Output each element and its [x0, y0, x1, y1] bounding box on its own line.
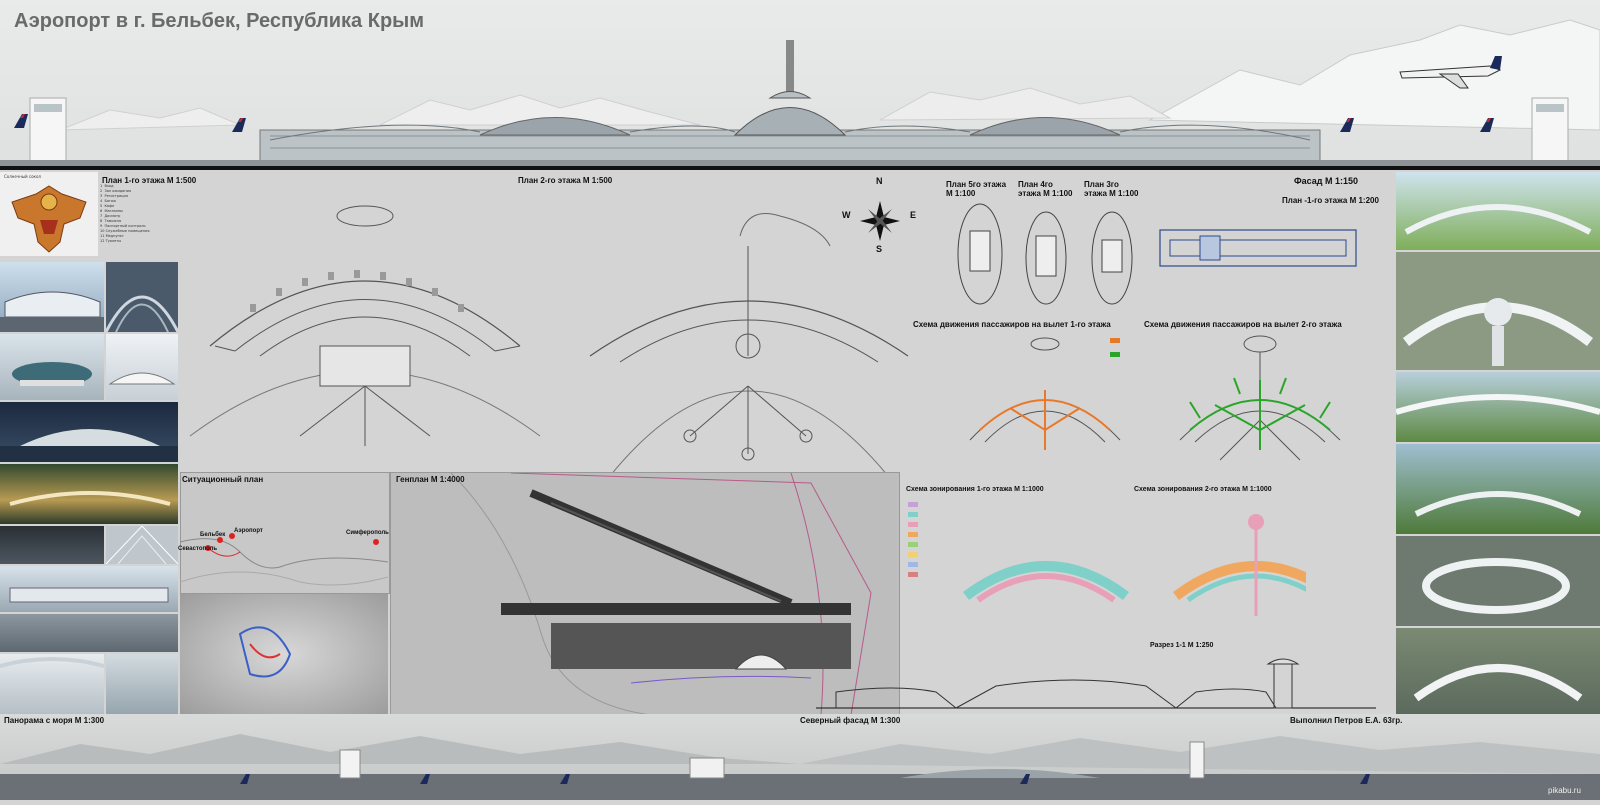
section-title: Разрез 1-1 М 1:250	[1150, 642, 1214, 649]
render-photo-5	[0, 402, 178, 462]
panorama-title: Панорама с моря М 1:300	[4, 716, 105, 725]
compass-rose-icon	[860, 201, 900, 241]
departure-scheme-2-title: Схема движения пассажиров на вылет 2-го …	[1144, 320, 1342, 329]
render-photo-2	[106, 262, 178, 332]
render-photo-11	[0, 654, 104, 714]
render-photo-3	[0, 334, 104, 400]
floor5-plan-title: План 5го этажа М 1:100	[946, 180, 1007, 198]
render-photo-12	[106, 654, 178, 714]
situation-map	[180, 533, 388, 586]
render-photo-7	[0, 526, 104, 564]
render-photo-10	[0, 614, 178, 652]
departure-schemes-drawing	[969, 335, 1341, 461]
zoning-scheme-1-title: Схема зонирования 1-го этажа М 1:1000	[906, 486, 1044, 493]
genplan	[390, 472, 900, 716]
top-banner	[0, 0, 1600, 170]
floor-plans-drawing	[189, 201, 1357, 477]
floor4-plan-title: План 4го этажа М 1:100	[1018, 180, 1073, 198]
facade-title: Фасад М 1:150	[1294, 176, 1359, 186]
compass-w: W	[842, 210, 851, 220]
aerial-render-3	[1396, 372, 1600, 442]
aerial-render-5	[1396, 536, 1600, 626]
aerial-render-2	[1396, 252, 1600, 370]
emblem-caption: Солнечный сокол	[4, 174, 41, 179]
genplan-title: Генплан М 1:4000	[396, 475, 465, 484]
render-photo-6	[0, 464, 178, 524]
zoning-scheme-2-title: Схема зонирования 2-го этажа М 1:1000	[1134, 486, 1272, 493]
page-title: Аэропорт в г. Бельбек, Республика Крым	[14, 10, 425, 32]
label-belbek: Бельбек	[200, 532, 226, 538]
compass-e: E	[910, 210, 917, 220]
basement-plan-title: План -1-го этажа М 1:200	[1282, 196, 1379, 205]
compass-s: S	[876, 244, 883, 254]
label-sevastopol: Севастополь	[178, 546, 218, 552]
emblem-eagle-icon	[11, 185, 87, 253]
watermark: pikabu.ru	[1548, 786, 1581, 795]
emblem: Солнечный сокол	[0, 172, 98, 256]
north-facade-title: Северный фасад М 1:300	[800, 716, 901, 725]
render-photo-1	[0, 262, 104, 332]
aerial-render-1	[1396, 172, 1600, 250]
render-photo-8	[106, 526, 178, 564]
floor1-legend: 1 Вход 2 Зал ожидания 3 Регистрация 4 Ба…	[100, 184, 150, 243]
author-credit: Выполнил Петров Е.А. 63гр.	[1290, 716, 1403, 725]
compass-n: N	[876, 176, 883, 186]
floor1-plan-title: План 1-го этажа М 1:500	[102, 176, 197, 185]
aerial-render-4	[1396, 444, 1600, 534]
regional-map	[180, 594, 388, 714]
section-drawing	[816, 658, 1376, 709]
situation-plan-title: Ситуационный план	[182, 475, 264, 484]
aerial-render-6	[1396, 628, 1600, 714]
terminal-panorama-render	[0, 19, 1600, 170]
departure-scheme-1-title: Схема движения пассажиров на вылет 1-го …	[913, 320, 1111, 329]
airplane-icon	[1399, 56, 1502, 89]
zoning-schemes-drawing	[908, 502, 1306, 616]
render-photo-9	[0, 566, 178, 612]
floor2-plan-title: План 2-го этажа М 1:500	[518, 176, 613, 185]
floor3-plan-title: План 3го этажа М 1:100	[1084, 180, 1139, 198]
render-photo-4	[106, 334, 178, 400]
label-airport: Аэропорт	[234, 528, 263, 534]
bottom-strip	[0, 714, 1600, 800]
label-simferopol: Симферополь	[346, 530, 389, 536]
